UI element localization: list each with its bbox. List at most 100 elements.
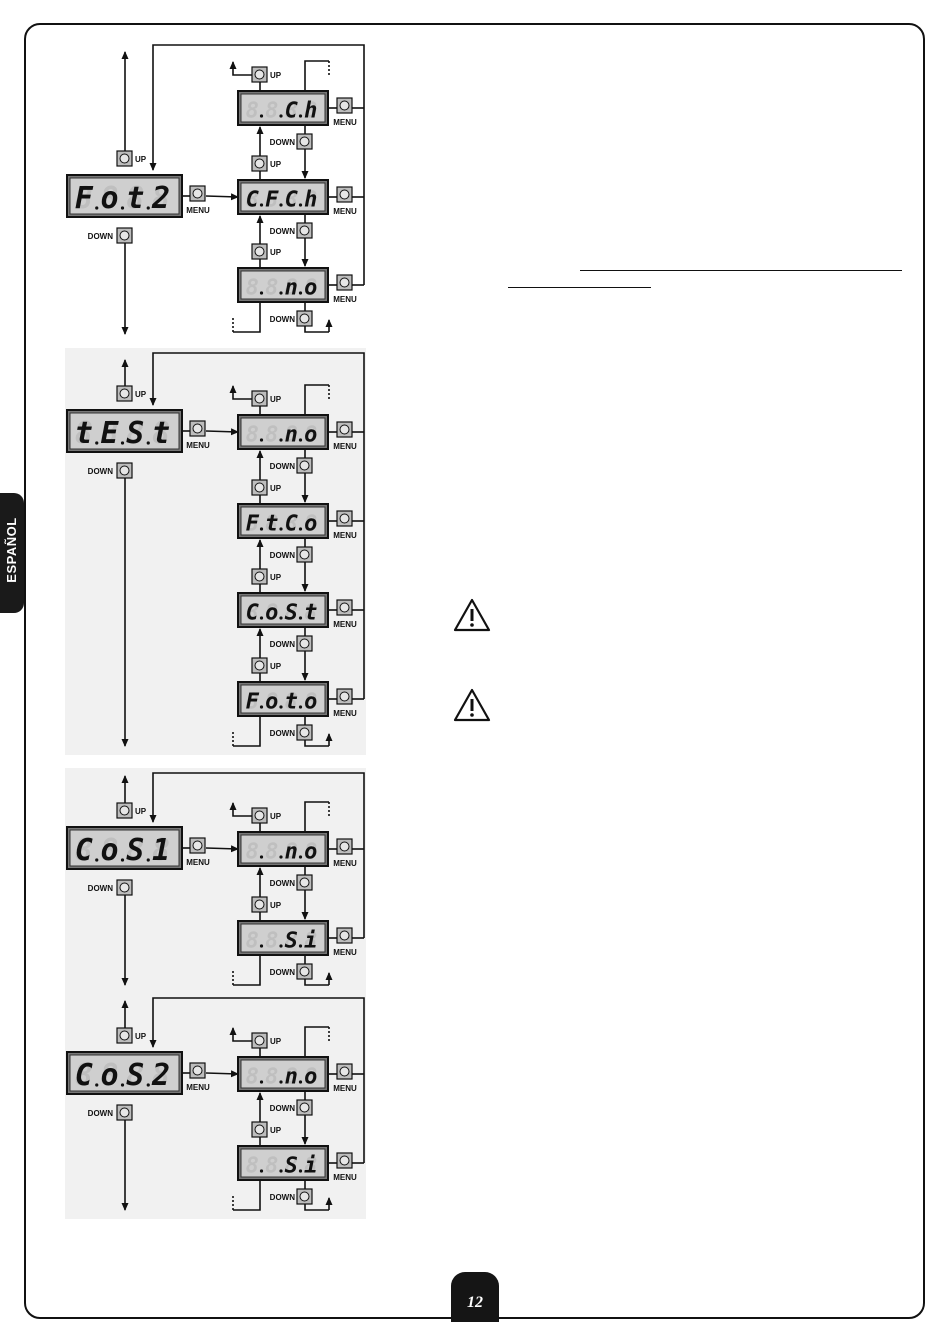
lcd-ghost-digit: 8 <box>152 833 170 868</box>
lcd-dot <box>259 1080 264 1084</box>
lcd-dot <box>279 527 283 531</box>
lcd-digit: S <box>285 1154 298 1179</box>
menu-button-circle <box>192 840 203 851</box>
down-button-circle <box>299 136 310 147</box>
lcd-dot <box>298 1080 303 1084</box>
down-label: DOWN <box>270 227 296 236</box>
lcd-dot <box>259 291 264 295</box>
parameter-display-cos1-screen <box>69 829 180 867</box>
down-label: DOWN <box>270 315 296 324</box>
lcd-ghost-digit: 8 <box>152 1058 170 1093</box>
lcd-dot <box>298 855 303 859</box>
lcd-ghost-digit: 8 <box>304 99 317 124</box>
lcd-ghost-digit: 8 <box>285 188 298 213</box>
lcd-ghost-digit: 8 <box>304 1154 317 1179</box>
down-button-circle <box>299 727 310 738</box>
menu-label: MENU <box>333 859 357 868</box>
lcd-digit: C <box>246 601 260 626</box>
lcd-dot <box>259 438 264 442</box>
lcd-digit: S <box>126 416 144 451</box>
up-button-circle <box>254 246 265 257</box>
wrap-connector <box>304 1204 329 1211</box>
lcd-ghost-digit: 8 <box>246 423 259 448</box>
menu-button-circle <box>192 188 203 199</box>
option-display-fot2-0-screen <box>240 93 326 123</box>
lcd-dot <box>146 441 150 445</box>
lcd-dot <box>298 291 303 295</box>
option-display-fot2-1-screen <box>240 182 326 212</box>
lcd-ghost-digit: 8 <box>246 929 259 954</box>
lcd-ghost-digit: 8 <box>304 188 317 213</box>
menu-button-circle <box>339 1155 350 1166</box>
menu-button-circle <box>339 1066 350 1077</box>
lcd-ghost-digit: 8 <box>285 1154 298 1179</box>
lcd-dot <box>298 616 303 620</box>
lcd-digit: C <box>285 99 299 124</box>
lcd-ghost-digit: 8 <box>152 416 170 451</box>
lcd-digit: o <box>304 690 317 715</box>
wrap-connector <box>304 979 329 986</box>
down-label: DOWN <box>270 879 296 888</box>
warning-icon-dot <box>470 713 474 717</box>
page-number: 12 <box>467 1294 483 1311</box>
menu-label: MENU <box>333 207 357 216</box>
lcd-dot <box>259 114 264 118</box>
lcd-digit: C <box>246 188 260 213</box>
menu-button-circle <box>192 423 203 434</box>
lcd-ghost-digit: 8 <box>265 929 278 954</box>
option-display-cos1-1-screen <box>240 923 326 953</box>
lcd-ghost-digit: 8 <box>101 416 119 451</box>
lcd-ghost-digit: 8 <box>265 276 278 301</box>
menu-label: MENU <box>186 1083 210 1092</box>
lcd-digit: F <box>265 188 279 213</box>
menu-button-circle <box>339 189 350 200</box>
menu-button-circle <box>339 930 350 941</box>
down-label: DOWN <box>270 729 296 738</box>
down-label: DOWN <box>88 1109 114 1118</box>
up-label: UP <box>270 1126 282 1135</box>
menu-button-circle <box>339 513 350 524</box>
return-loop <box>149 352 365 699</box>
lcd-ghost-digit: 8 <box>246 690 259 715</box>
lcd-ghost-digit: 8 <box>304 276 317 301</box>
up-label: UP <box>270 248 282 257</box>
lcd-digit: S <box>285 601 298 626</box>
up-label: UP <box>270 71 282 80</box>
up-label: UP <box>270 395 282 404</box>
lcd-dot <box>298 705 303 709</box>
option-display-cos2-1-screen <box>240 1148 326 1178</box>
lcd-digit: o <box>101 1058 119 1093</box>
down-button-circle <box>299 549 310 560</box>
option-display-fot2-2-screen <box>240 270 326 300</box>
lcd-dot <box>279 291 283 295</box>
lcd-ghost-digit: 8 <box>75 181 93 216</box>
lcd-dot <box>279 616 283 620</box>
lcd-digit: n <box>285 1065 298 1090</box>
lcd-ghost-digit: 8 <box>285 99 298 124</box>
diagram-panel <box>65 768 366 994</box>
up-button-circle <box>254 1124 265 1135</box>
down-label: DOWN <box>88 232 114 241</box>
menu-label: MENU <box>333 295 357 304</box>
lcd-dot <box>120 858 125 862</box>
lcd-dot <box>146 858 150 862</box>
lcd-ghost-digit: 8 <box>285 690 298 715</box>
return-loop <box>149 44 365 285</box>
down-label: DOWN <box>270 1193 296 1202</box>
lcd-digit: C <box>285 512 299 537</box>
lcd-dot <box>95 1083 99 1087</box>
lcd-ghost-digit: 8 <box>304 690 317 715</box>
up-button-circle <box>254 1035 265 1046</box>
down-button-circle <box>119 465 130 476</box>
option-display-test-0-screen <box>240 417 326 447</box>
wrap-connector <box>233 716 261 747</box>
up-label: UP <box>270 901 282 910</box>
lcd-ghost-digit: 8 <box>304 1065 317 1090</box>
lcd-ghost-digit: 8 <box>246 840 259 865</box>
down-button-circle <box>299 638 310 649</box>
lcd-digit: S <box>126 833 144 868</box>
up-label: UP <box>135 155 147 164</box>
up-label: UP <box>270 1037 282 1046</box>
lcd-dot <box>259 203 264 207</box>
